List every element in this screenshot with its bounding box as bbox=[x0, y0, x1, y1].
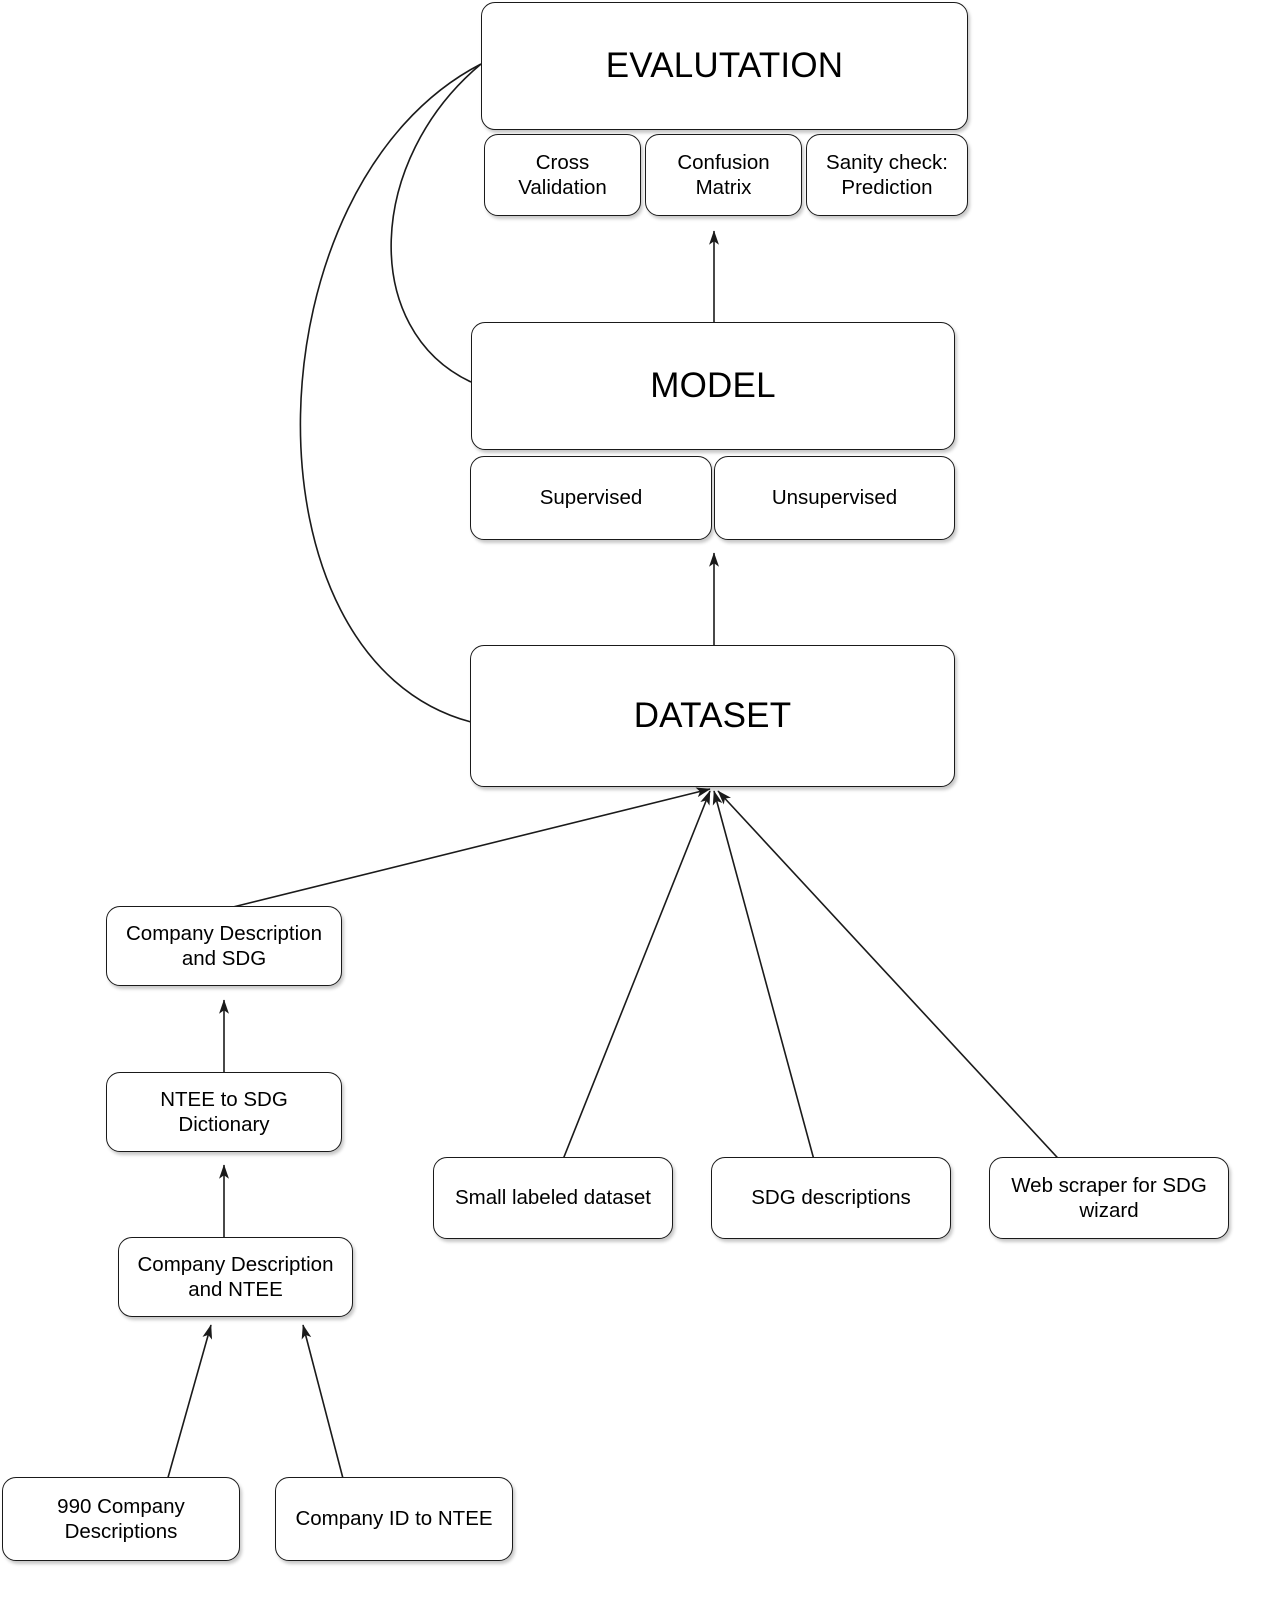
node-company-description-and-sdg-label: Company Description and SDG bbox=[126, 921, 322, 970]
node-small-labeled-dataset[interactable]: Small labeled dataset bbox=[433, 1157, 673, 1239]
node-company-description-and-ntee[interactable]: Company Description and NTEE bbox=[118, 1237, 353, 1317]
node-small-labeled-dataset-label: Small labeled dataset bbox=[454, 1186, 651, 1210]
node-company-id-to-ntee[interactable]: Company ID to NTEE bbox=[275, 1477, 513, 1561]
node-sdg-descriptions-label: SDG descriptions bbox=[751, 1186, 911, 1210]
node-990-company-descriptions[interactable]: 990 Company Descriptions bbox=[2, 1477, 240, 1561]
node-company-id-to-ntee-label: Company ID to NTEE bbox=[295, 1507, 493, 1531]
node-web-scraper-for-sdg-wizard[interactable]: Web scraper for SDG wizard bbox=[989, 1157, 1229, 1239]
node-ntee-to-sdg-dictionary-label: NTEE to SDG Dictionary bbox=[160, 1087, 288, 1136]
node-dataset-label: DATASET bbox=[633, 696, 792, 736]
node-confusion-matrix[interactable]: Confusion Matrix bbox=[645, 134, 802, 216]
node-web-scraper-for-sdg-wizard-label: Web scraper for SDG wizard bbox=[1011, 1173, 1207, 1222]
node-company-description-and-sdg[interactable]: Company Description and SDG bbox=[106, 906, 342, 986]
node-sanity-check[interactable]: Sanity check: Prediction bbox=[806, 134, 968, 216]
node-supervised-label: Supervised bbox=[539, 486, 643, 510]
node-evaluation-label: EVALUTATION bbox=[605, 46, 844, 86]
edge-dataset-to-evaluation bbox=[299, 63, 482, 723]
node-ntee-to-sdg-dictionary[interactable]: NTEE to SDG Dictionary bbox=[106, 1072, 342, 1152]
edge-sdg-descriptions-to-dataset bbox=[712, 790, 821, 1183]
node-confusion-matrix-label: Confusion Matrix bbox=[677, 150, 770, 199]
node-unsupervised[interactable]: Unsupervised bbox=[714, 456, 955, 540]
node-990-company-descriptions-label: 990 Company Descriptions bbox=[57, 1494, 185, 1543]
edge-model-to-evaluation bbox=[390, 63, 482, 383]
node-sanity-check-label: Sanity check: Prediction bbox=[826, 150, 948, 199]
node-company-description-and-ntee-label: Company Description and NTEE bbox=[137, 1252, 334, 1301]
node-sdg-descriptions[interactable]: SDG descriptions bbox=[711, 1157, 951, 1239]
node-evaluation[interactable]: EVALUTATION bbox=[481, 2, 968, 130]
node-cross-validation[interactable]: Cross Validation bbox=[484, 134, 641, 216]
node-unsupervised-label: Unsupervised bbox=[771, 486, 898, 510]
edge-company-description-sdg-to-dataset bbox=[224, 787, 711, 910]
edge-small-labeled-dataset-to-dataset bbox=[553, 790, 711, 1183]
node-cross-validation-label: Cross Validation bbox=[518, 150, 607, 199]
edge-web-scraper-to-dataset bbox=[717, 790, 1081, 1183]
node-supervised[interactable]: Supervised bbox=[470, 456, 712, 540]
node-model[interactable]: MODEL bbox=[471, 322, 955, 450]
node-dataset[interactable]: DATASET bbox=[470, 645, 955, 787]
node-model-label: MODEL bbox=[650, 366, 776, 406]
